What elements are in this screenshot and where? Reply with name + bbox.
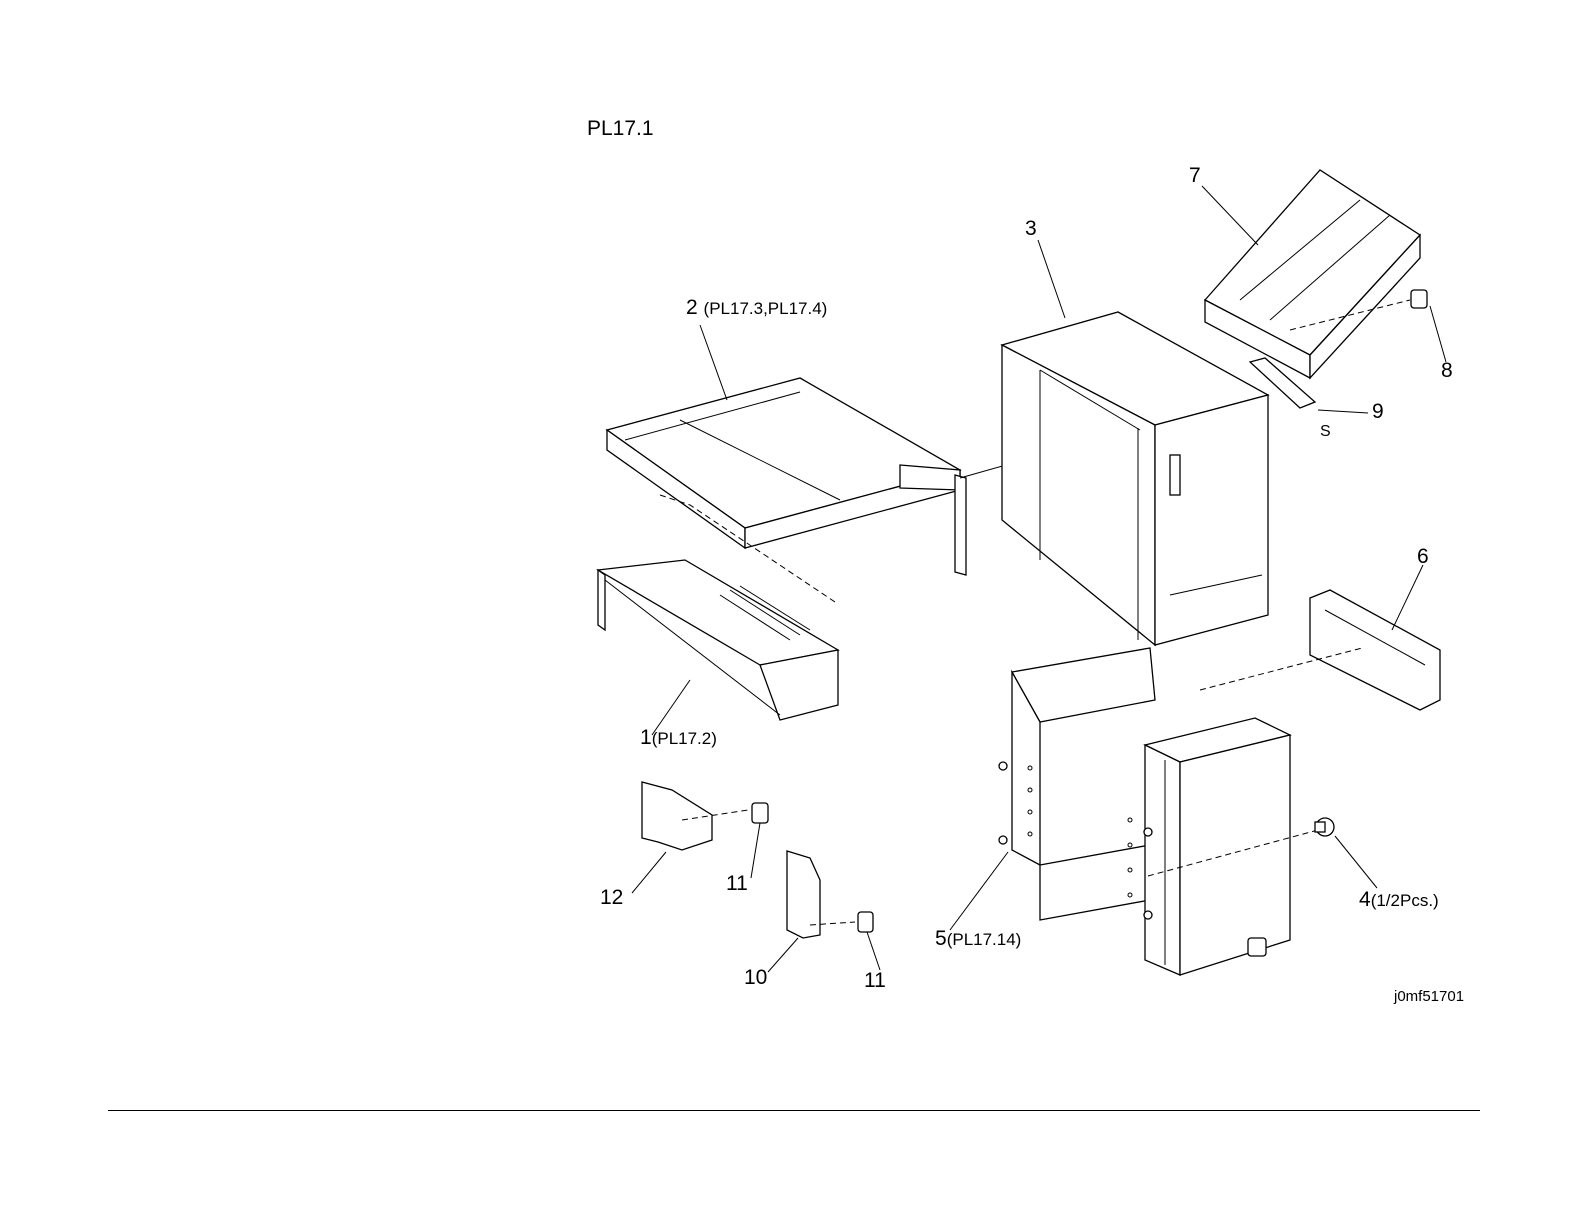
callout-10: 10 xyxy=(744,967,767,988)
s-mark: S xyxy=(1320,424,1331,440)
part-7-output-tray xyxy=(1205,170,1420,378)
callout-11-b: 11 xyxy=(864,970,886,991)
part-1-cover xyxy=(598,560,838,720)
callout-12: 12 xyxy=(600,887,623,908)
callout-2: 2 (PL17.3,PL17.4) xyxy=(686,297,827,318)
footer-rule xyxy=(108,1110,1480,1111)
callout-9: 9 xyxy=(1372,401,1384,422)
callout-11: 11 xyxy=(726,873,748,894)
figure-id: j0mf51701 xyxy=(1394,988,1464,1005)
callout-7: 7 xyxy=(1189,165,1201,186)
callout-4: 4(1/2Pcs.) xyxy=(1359,889,1439,910)
part-10-plate xyxy=(787,851,873,938)
callout-6: 6 xyxy=(1417,546,1429,567)
callout-5: 5(PL17.14) xyxy=(935,928,1021,949)
part-3-finisher-body xyxy=(1002,312,1268,645)
callout-3: 3 xyxy=(1025,218,1037,239)
callout-8: 8 xyxy=(1441,360,1453,381)
part-5-lower-body xyxy=(1128,718,1318,975)
callout-1: 1(PL17.2) xyxy=(640,727,717,748)
part-8-screw xyxy=(1411,290,1427,308)
part-5-frame xyxy=(999,648,1155,920)
part-12-plate xyxy=(642,782,768,850)
part-4-screw xyxy=(1315,818,1334,836)
